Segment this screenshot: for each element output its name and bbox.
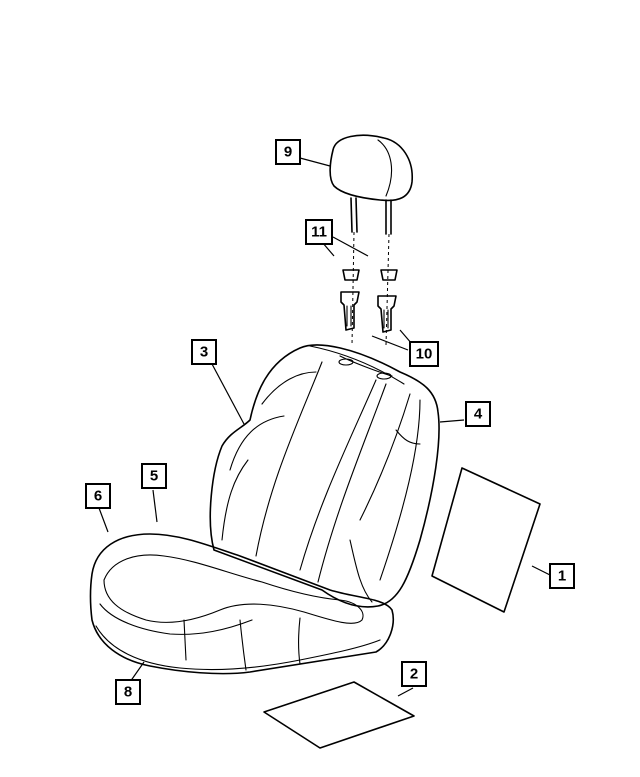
guide-caps <box>342 269 398 281</box>
seat-back <box>209 344 440 608</box>
callout-9: 9 <box>275 139 301 165</box>
seat-cushion <box>89 533 394 675</box>
callout-4: 4 <box>465 401 491 427</box>
callout-label: 2 <box>410 666 418 683</box>
callout-2: 2 <box>401 661 427 687</box>
headrest <box>329 134 413 346</box>
callout-label: 8 <box>124 684 132 701</box>
back-pad <box>431 467 541 613</box>
callout-label: 10 <box>416 346 433 363</box>
callout-label: 1 <box>558 568 566 585</box>
callout-5: 5 <box>141 463 167 489</box>
callout-10: 10 <box>409 341 439 367</box>
callout-label: 4 <box>474 406 483 423</box>
callout-11: 11 <box>305 219 333 245</box>
leader-lines <box>98 157 551 697</box>
callout-3: 3 <box>191 339 217 365</box>
cushion-pad <box>263 681 415 749</box>
guide-sleeves <box>340 291 397 333</box>
callout-label: 3 <box>200 344 208 361</box>
callout-8: 8 <box>115 679 141 705</box>
callout-label: 9 <box>284 144 292 161</box>
callout-label: 11 <box>311 224 327 241</box>
callout-6: 6 <box>85 483 111 509</box>
callout-1: 1 <box>549 563 575 589</box>
callout-label: 5 <box>150 468 158 485</box>
callout-label: 6 <box>94 488 102 505</box>
